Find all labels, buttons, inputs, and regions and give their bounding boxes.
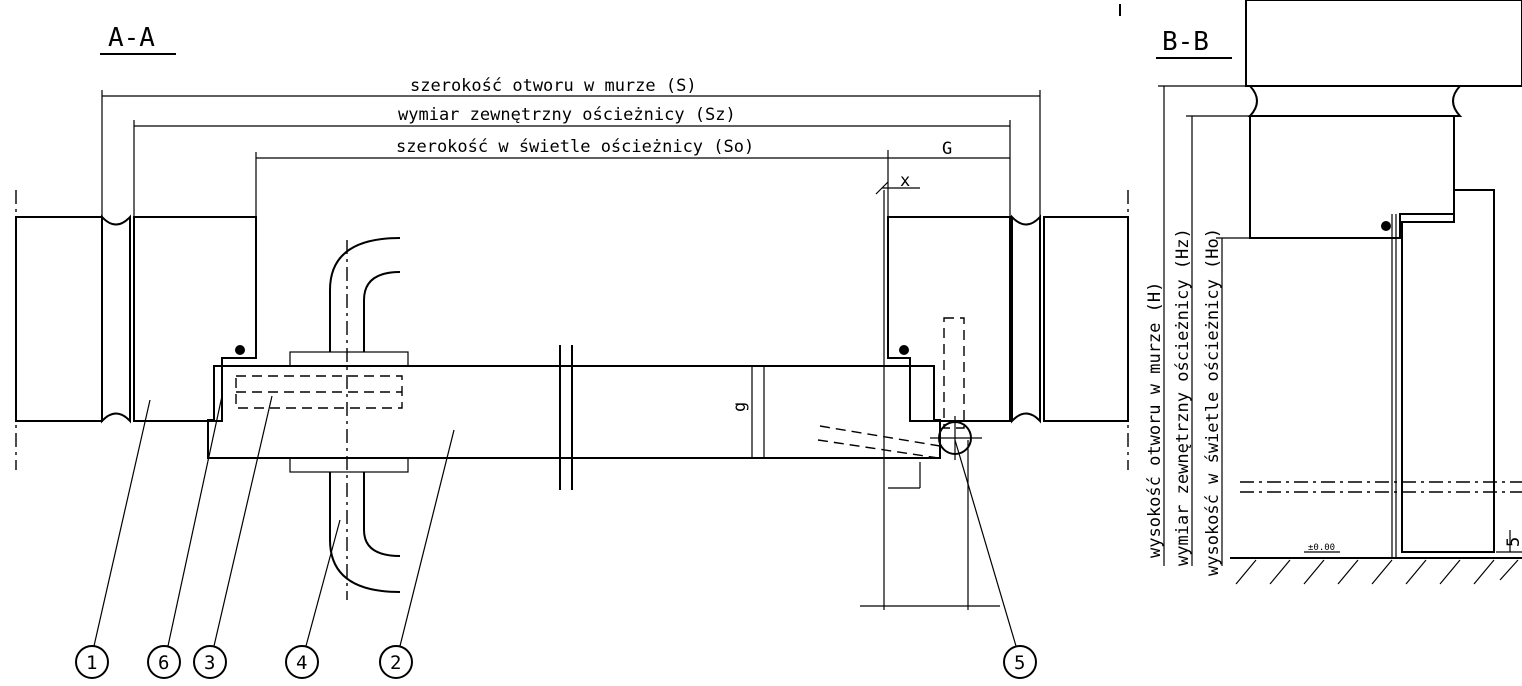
door-leaf-edge — [1401, 189, 1495, 553]
section-bb: B-B ±0.00 — [1119, 0, 1522, 585]
right-frame — [887, 216, 1011, 422]
svg-text:6: 6 — [158, 652, 169, 674]
foam-top — [1247, 85, 1463, 117]
left-seal — [235, 345, 245, 355]
head-frame — [1249, 115, 1455, 239]
dim-frame-outer-width: wymiar zewnętrzny ościeżnicy (Sz) — [398, 105, 736, 125]
callout-2: 2 — [379, 429, 455, 679]
section-aa-title: A-A — [108, 23, 155, 53]
handle — [289, 237, 409, 600]
svg-text:2: 2 — [390, 652, 401, 674]
svg-text:4: 4 — [296, 652, 307, 674]
hinge — [817, 317, 982, 489]
floor-level: ±0.00 — [1308, 543, 1335, 553]
dim-g-lower: g — [730, 402, 750, 412]
dim-frame-clear-width: szerokość w świetle ościeżnicy (So) — [396, 137, 754, 157]
dim-x: x — [900, 171, 910, 191]
dim-frame-outer-height: wymiar zewnętrzny ościeżnicy (Hz) — [1173, 228, 1193, 566]
left-frame — [133, 216, 257, 422]
right-wall — [1011, 190, 1129, 470]
dim-gap: 5 — [1504, 537, 1522, 547]
head-seal — [1381, 221, 1391, 231]
callout-1: 1 — [75, 399, 151, 679]
dim-g-upper: G — [942, 139, 952, 159]
right-seal — [899, 345, 909, 355]
floor — [1230, 551, 1522, 585]
dimension-lines — [101, 90, 1041, 610]
svg-text:1: 1 — [86, 652, 97, 674]
wall-above — [1245, 0, 1522, 87]
callout-5: 5 — [954, 439, 1037, 679]
dim-frame-clear-height: wysokość w świetle ościeżnicy (Ho) — [1203, 228, 1223, 576]
door-leaf — [207, 365, 941, 459]
dim-opening-width: szerokość otworu w murze (S) — [410, 76, 697, 96]
callout-4: 4 — [285, 519, 341, 679]
section-bb-title: B-B — [1162, 27, 1209, 57]
svg-text:5: 5 — [1014, 652, 1025, 674]
dim-opening-height: wysokość otworu w murze (H) — [1145, 282, 1165, 558]
callout-6: 6 — [147, 395, 223, 679]
left-wall — [15, 190, 131, 470]
callout-3: 3 — [193, 395, 273, 679]
svg-text:3: 3 — [204, 652, 215, 674]
bb-dimension-lines — [1158, 85, 1522, 566]
section-aa: A-A — [15, 23, 1129, 679]
